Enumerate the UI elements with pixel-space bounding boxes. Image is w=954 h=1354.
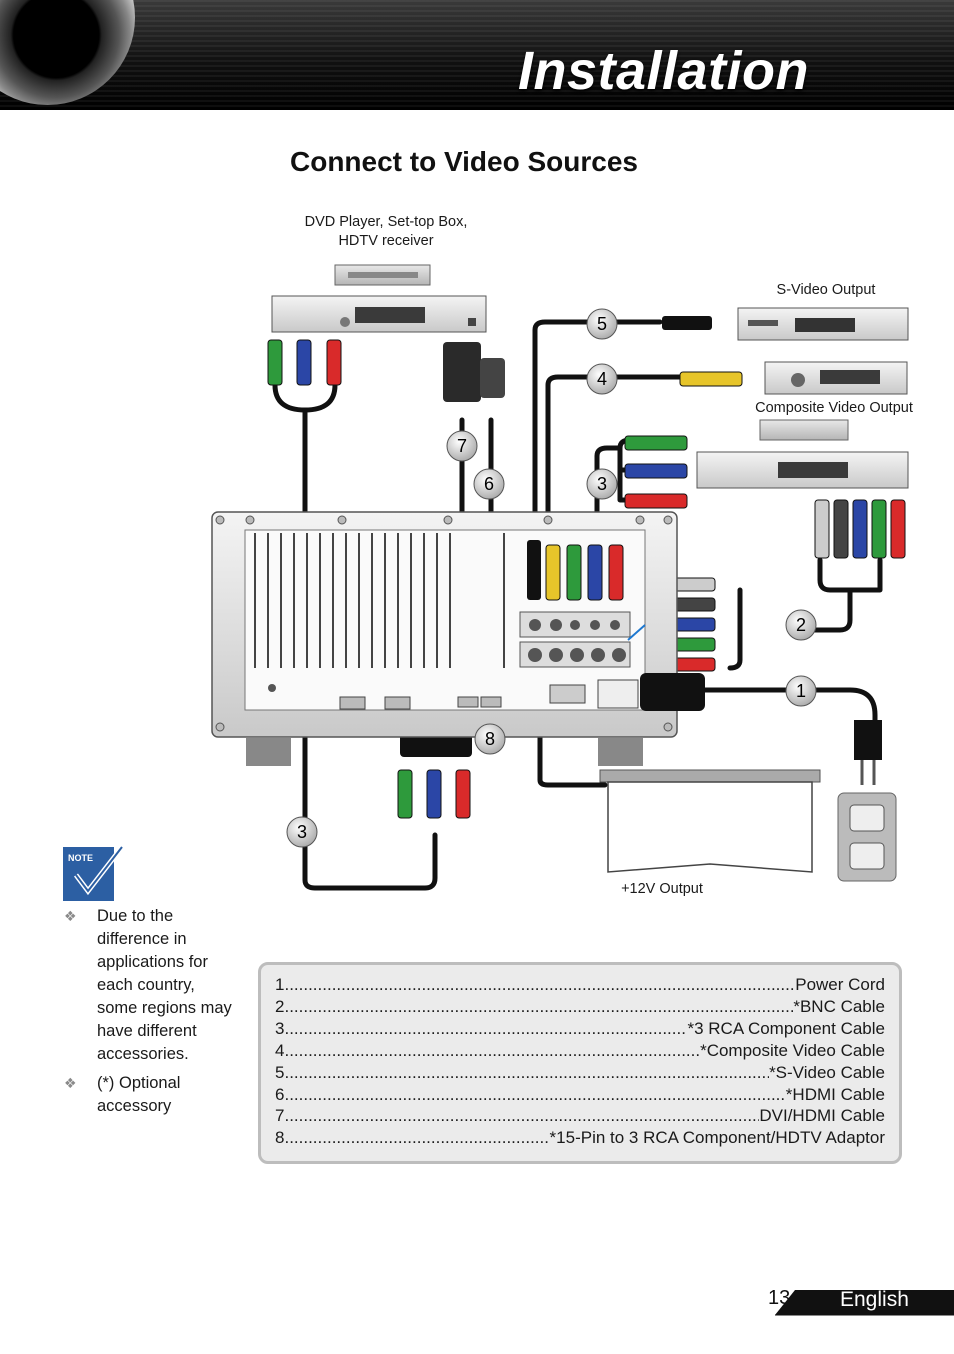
legend-row: 8*15-Pin to 3 RCA Component/HDTV Adaptor: [275, 1127, 885, 1149]
language-tab: [775, 1290, 954, 1316]
bnc-plugs: [659, 499, 906, 672]
legend-row: 4*Composite Video Cable: [275, 1040, 885, 1062]
legend-row: 1Power Cord: [275, 974, 885, 996]
section-title: Connect to Video Sources: [290, 146, 638, 177]
bullet-icon: ❖: [64, 908, 77, 924]
cable-legend: 1Power Cord 2*BNC Cable 3*3 RCA Componen…: [258, 962, 902, 1164]
callouts: 1 2 3 3 4 5 6 7 8: [286, 308, 817, 848]
language-label: English: [840, 1288, 909, 1311]
svideo-plug: [662, 316, 712, 330]
diagram-drawing: 1 2 3 3 4 5 6 7 8: [211, 264, 909, 891]
note-item: ❖ (*) Optional accessory: [64, 1074, 181, 1115]
rca-connectors-top: [267, 339, 342, 386]
wall-outlet: [837, 792, 897, 882]
callout-7: 7: [457, 436, 467, 456]
legend-row: 3*3 RCA Component Cable: [275, 1018, 885, 1040]
note-item: ❖ Due to the difference in applications …: [64, 907, 232, 1063]
connection-diagram: 1 2 3 3 4 5 6 7 8 DVD Player, Set-top Bo…: [0, 200, 954, 900]
page-title: Installation: [517, 41, 809, 101]
projection-screen: [599, 769, 821, 873]
callout-8: 8: [485, 729, 495, 749]
legend-row: 7DVI/HDMI Cable: [275, 1105, 885, 1127]
projector-top-plugs: [527, 540, 646, 641]
callout-3b: 3: [297, 822, 307, 842]
component-player: [696, 419, 909, 489]
callout-5: 5: [597, 314, 607, 334]
callout-1: 1: [796, 681, 806, 701]
dvd-label-line1: DVD Player, Set-top Box,: [304, 214, 468, 230]
twelve-v-output-label: +12V Output: [621, 881, 703, 897]
note-list: ❖ Due to the difference in applications …: [64, 905, 234, 1124]
banner-stripes: [0, 0, 954, 110]
callout-6: 6: [484, 474, 494, 494]
legend-row: 2*BNC Cable: [275, 996, 885, 1018]
legend-row: 6*HDMI Cable: [275, 1084, 885, 1106]
svideo-output-label: S-Video Output: [776, 282, 876, 298]
svideo-player: [737, 307, 909, 341]
composite-output-label: Composite Video Output: [755, 400, 913, 416]
page-number: 13: [768, 1287, 791, 1309]
note-icon-text: NOTE: [68, 853, 93, 863]
callout-4: 4: [597, 369, 607, 389]
dvd-label-line2: HDTV receiver: [338, 233, 434, 249]
power-plug: [640, 673, 882, 785]
bullet-icon: ❖: [64, 1075, 77, 1091]
dvd-player-top: [271, 264, 487, 333]
composite-plug: [679, 371, 743, 387]
callout-3a: 3: [597, 474, 607, 494]
composite-player: [764, 361, 908, 395]
note-icon: NOTE: [62, 845, 124, 901]
legend-row: 5*S-Video Cable: [275, 1062, 885, 1084]
callout-2: 2: [796, 615, 806, 635]
projector-rear-panel: [211, 511, 678, 766]
component-plugs-right: [624, 435, 688, 509]
header-banner: Installation: [0, 0, 954, 110]
